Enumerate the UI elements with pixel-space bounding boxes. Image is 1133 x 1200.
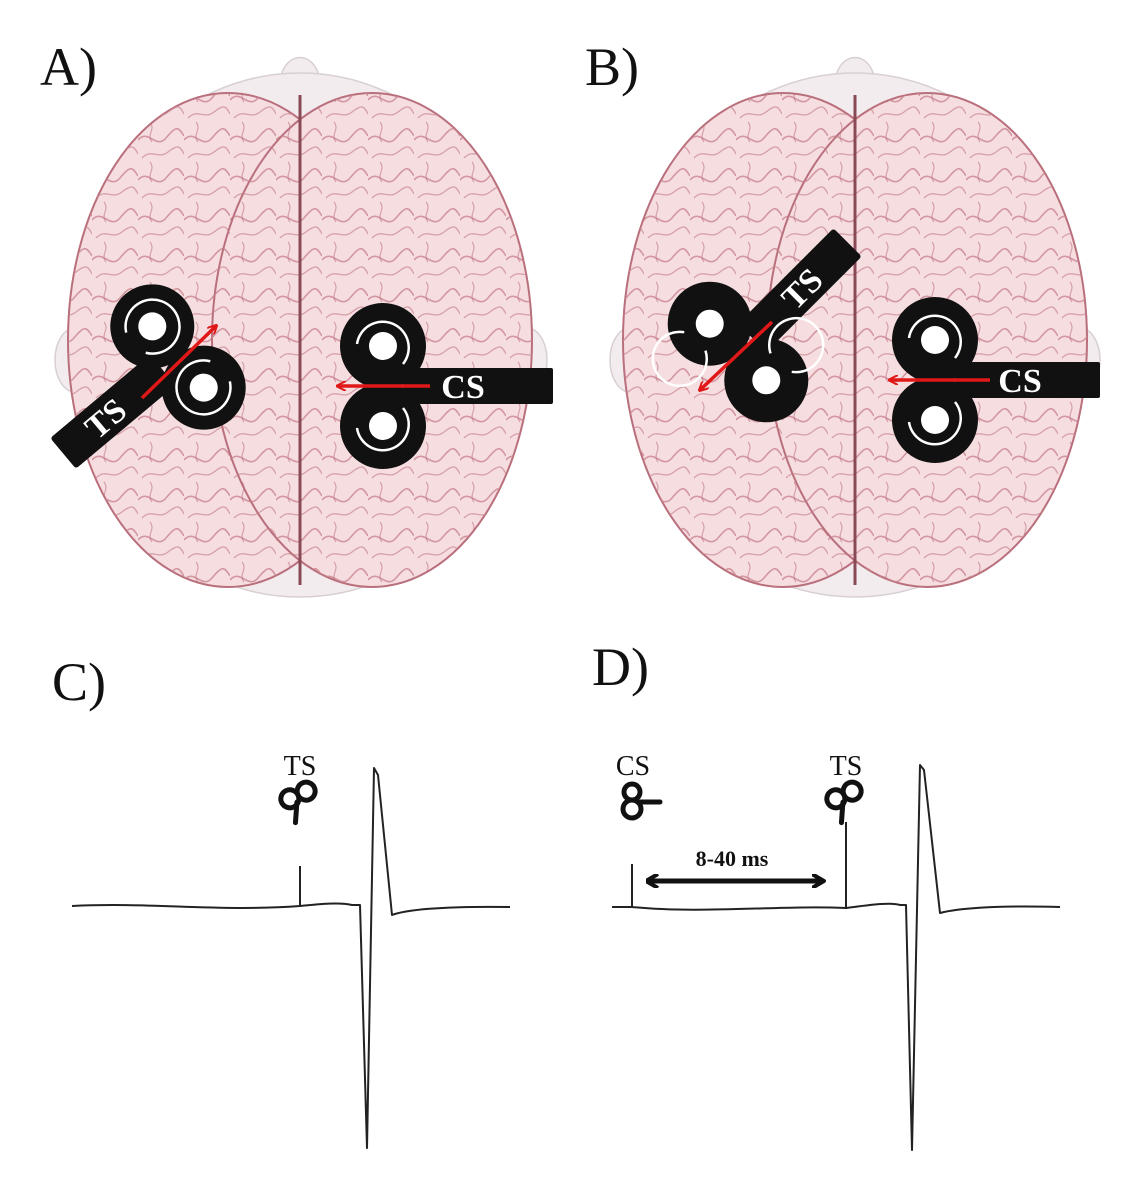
current-direction-arrow-icon	[140, 326, 216, 400]
figure8-coil-icon	[824, 779, 864, 826]
panel-label-a: A)	[40, 37, 97, 97]
interval-label: 8-40 ms	[696, 846, 769, 871]
head-diagram-b: TS CS	[609, 56, 1101, 598]
mep-trace-c: TS	[71, 751, 511, 1149]
figure8-coil-icon: TS	[651, 229, 861, 423]
mep-waveform	[71, 767, 511, 1149]
coil-label-cs: CS	[441, 369, 484, 406]
mep-waveform	[612, 764, 1061, 1151]
figure8-coil-icon: TS	[51, 284, 246, 468]
current-direction-arrow-icon	[700, 320, 774, 390]
figure8-coil-icon: CS	[892, 297, 1100, 463]
figure8-coil-icon	[620, 781, 663, 821]
coil-label-cs: CS	[998, 363, 1041, 400]
stim-label-ts: TS	[830, 751, 863, 782]
head-diagram-a: TS CS	[51, 56, 553, 598]
figure8-coil-icon	[278, 779, 318, 826]
panel-label-c: C)	[52, 652, 106, 712]
figure8-coil-icon: CS	[340, 303, 553, 469]
panel-label-b: B)	[585, 37, 639, 97]
stim-label-cs: CS	[616, 751, 650, 782]
panel-label-d: D)	[592, 637, 649, 697]
mep-trace-d: CS TS 8-40 ms	[612, 751, 1061, 1151]
stim-label-ts: TS	[284, 751, 317, 782]
